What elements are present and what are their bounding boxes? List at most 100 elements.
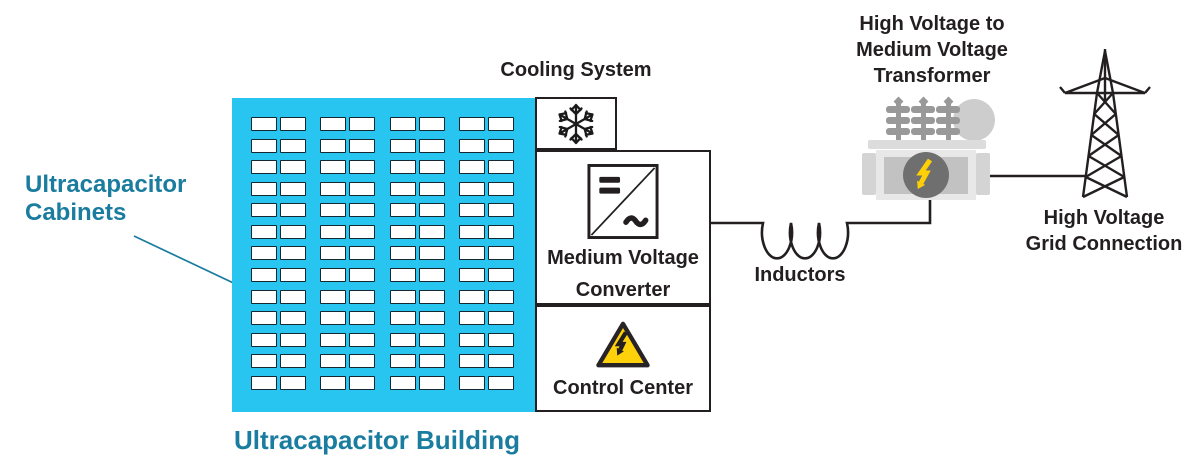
cabinet (487, 375, 514, 390)
cabinet-group (458, 160, 514, 175)
cabinet (487, 203, 514, 218)
cabinet (280, 181, 306, 196)
cabinet-group (458, 268, 514, 283)
cabinet (280, 354, 306, 369)
cabinet (487, 117, 514, 131)
cabinet (487, 289, 514, 304)
cabinet (280, 289, 306, 304)
cabinet-group (251, 289, 306, 304)
cabinet (251, 268, 277, 283)
cabinet (349, 224, 376, 239)
cabinet (349, 246, 376, 261)
cabinet (389, 311, 416, 326)
cabinet-row (251, 246, 514, 261)
cabinet (251, 354, 277, 369)
cabinet-group (458, 289, 514, 304)
cabinet-row (251, 354, 514, 369)
cabinet-group (389, 224, 445, 239)
cabinet-group (320, 181, 376, 196)
cabinet (458, 224, 485, 239)
cabinet (418, 246, 445, 261)
lightning-bolt-icon (916, 158, 933, 189)
cooling-system-label: Cooling System (500, 59, 652, 81)
cabinet-group (320, 332, 376, 347)
cabinet (251, 224, 277, 239)
cabinet (349, 289, 376, 304)
cabinet (320, 203, 347, 218)
cabinet-group (458, 224, 514, 239)
cabinets-label-line2: Cabinets (25, 199, 127, 226)
cabinet-group (320, 268, 376, 283)
cabinet (251, 311, 277, 326)
cabinet (251, 138, 277, 153)
cabinet (487, 138, 514, 153)
cabinet (320, 246, 347, 261)
cabinet-group (458, 246, 514, 261)
transformer-bushing (936, 96, 960, 144)
cabinet (418, 181, 445, 196)
cabinet-group (389, 203, 445, 218)
ultracapacitor-cabinets-label: Ultracapacitor Cabinets (25, 171, 186, 227)
cabinet (389, 268, 416, 283)
grid-label-line2: Grid Connection (1025, 233, 1183, 255)
cabinet-group (389, 160, 445, 175)
medium-voltage-converter-box: Medium Voltage Converter (535, 150, 711, 305)
cabinet (458, 181, 485, 196)
cabinet-group (251, 268, 306, 283)
cabinet (349, 138, 376, 153)
cabinet (280, 160, 306, 175)
cabinet (251, 332, 277, 347)
warning-lightning-icon (596, 321, 650, 368)
cabinet (349, 181, 376, 196)
cabinet (389, 246, 416, 261)
cabinet-group (458, 181, 514, 196)
cabinet-group (251, 160, 306, 175)
cabinet-group (389, 289, 445, 304)
transformer-label-line1: High Voltage to (859, 13, 1005, 35)
ultracapacitor-building (232, 98, 535, 412)
cabinet-row (251, 138, 514, 153)
cabinet-row (251, 289, 514, 304)
transformer-conservator-tank (953, 99, 995, 141)
cabinet-group (389, 354, 445, 369)
cabinet (349, 203, 376, 218)
cabinet (458, 268, 485, 283)
cabinet (418, 375, 445, 390)
cabinet (487, 224, 514, 239)
cabinet (251, 203, 277, 218)
cabinet-group (320, 375, 376, 390)
cabinet (458, 203, 485, 218)
cabinet-group (389, 181, 445, 196)
cabinet-group (320, 246, 376, 261)
cabinet-group (458, 375, 514, 390)
cabinet (458, 332, 485, 347)
cabinet (458, 160, 485, 175)
cabinet (251, 160, 277, 175)
cabinet (251, 289, 277, 304)
cabinet (389, 203, 416, 218)
cabinet (389, 181, 416, 196)
transformer-radiator-right (976, 153, 990, 195)
converter-to-transformer-wire-with-inductor-coil (711, 198, 932, 260)
cabinet (418, 332, 445, 347)
transformer-bushing (886, 96, 910, 144)
cabinet (280, 224, 306, 239)
cabinet-group (320, 117, 376, 131)
cabinet (487, 354, 514, 369)
cabinet-group (320, 289, 376, 304)
cabinet (349, 268, 376, 283)
cabinet-group (458, 311, 514, 326)
cabinet (487, 332, 514, 347)
cabinet (280, 311, 306, 326)
cabinet-grid (251, 117, 514, 390)
cabinet (487, 246, 514, 261)
ultracapacitor-building-label: Ultracapacitor Building (233, 425, 521, 455)
cabinet (280, 203, 306, 218)
cabinet (458, 117, 485, 131)
cabinet (487, 268, 514, 283)
cabinet-row (251, 332, 514, 347)
cabinet (320, 160, 347, 175)
inductors-label: Inductors (754, 264, 846, 286)
cabinet-group (251, 224, 306, 239)
